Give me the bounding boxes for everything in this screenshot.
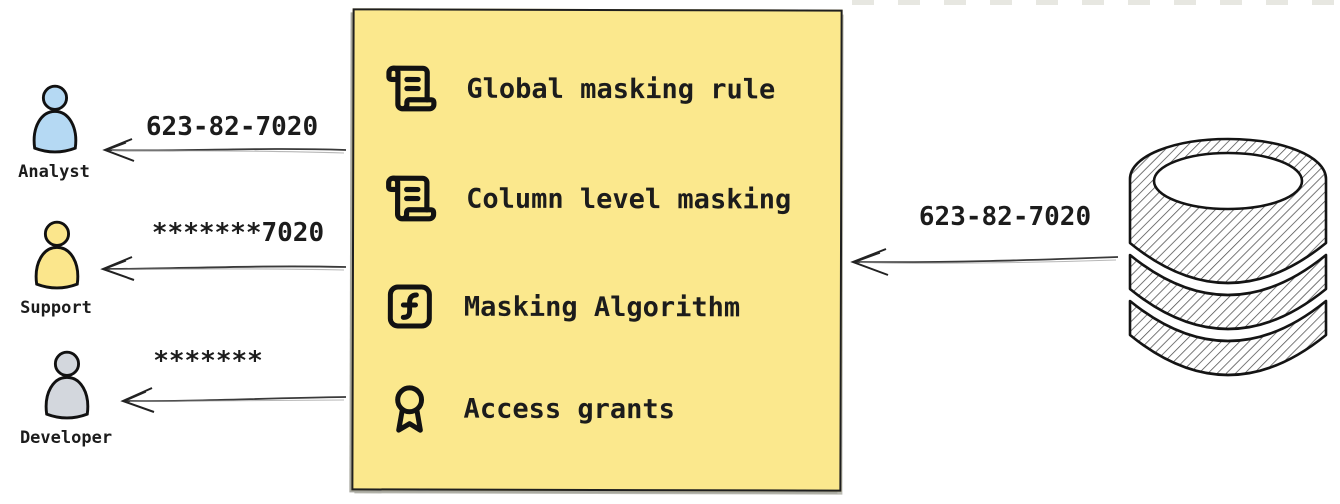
support-user-icon xyxy=(34,220,80,290)
persona-analyst-label: Analyst xyxy=(18,162,90,182)
developer-value-label: ******* xyxy=(153,346,263,376)
scroll-icon xyxy=(386,65,437,112)
masking-box-item-label: Access grants xyxy=(463,393,675,425)
persona-support-label: Support xyxy=(20,298,92,318)
arrow-to-analyst xyxy=(102,138,347,162)
persona-developer: Developer xyxy=(10,350,122,448)
function-square-icon xyxy=(387,284,432,329)
persona-support: Support xyxy=(8,220,104,318)
masking-box-item-label: Masking Algorithm xyxy=(463,291,741,323)
persona-analyst: Analyst xyxy=(4,84,104,182)
analyst-value-label: 623-82-7020 xyxy=(145,112,319,142)
masking-box-item-column-masking: Column level masking xyxy=(384,170,791,227)
scroll-icon xyxy=(386,175,437,222)
database-value-label: 623-82-7020 xyxy=(918,202,1092,232)
arrow-to-support xyxy=(100,256,347,281)
award-icon xyxy=(395,385,425,433)
database-icon xyxy=(1128,137,1328,377)
masking-rules-box: Global masking rule Column level masking… xyxy=(351,8,843,492)
cropped-sketch-dashes xyxy=(852,0,1340,5)
masking-box-item-label: Column level masking xyxy=(466,183,792,216)
arrow-database-to-box xyxy=(850,248,1119,276)
masking-box-item-access-grants: Access grants xyxy=(384,380,675,437)
arrow-to-developer xyxy=(120,387,347,413)
persona-developer-label: Developer xyxy=(19,428,113,448)
developer-user-icon xyxy=(44,350,90,420)
analyst-user-icon xyxy=(32,84,78,154)
masking-box-item-label: Global masking rule xyxy=(466,73,776,105)
support-value-label: *******7020 xyxy=(151,218,325,248)
masking-box-item-algorithm: Masking Algorithm xyxy=(384,278,740,335)
masking-box-item-global-rule: Global masking rule xyxy=(384,60,775,117)
